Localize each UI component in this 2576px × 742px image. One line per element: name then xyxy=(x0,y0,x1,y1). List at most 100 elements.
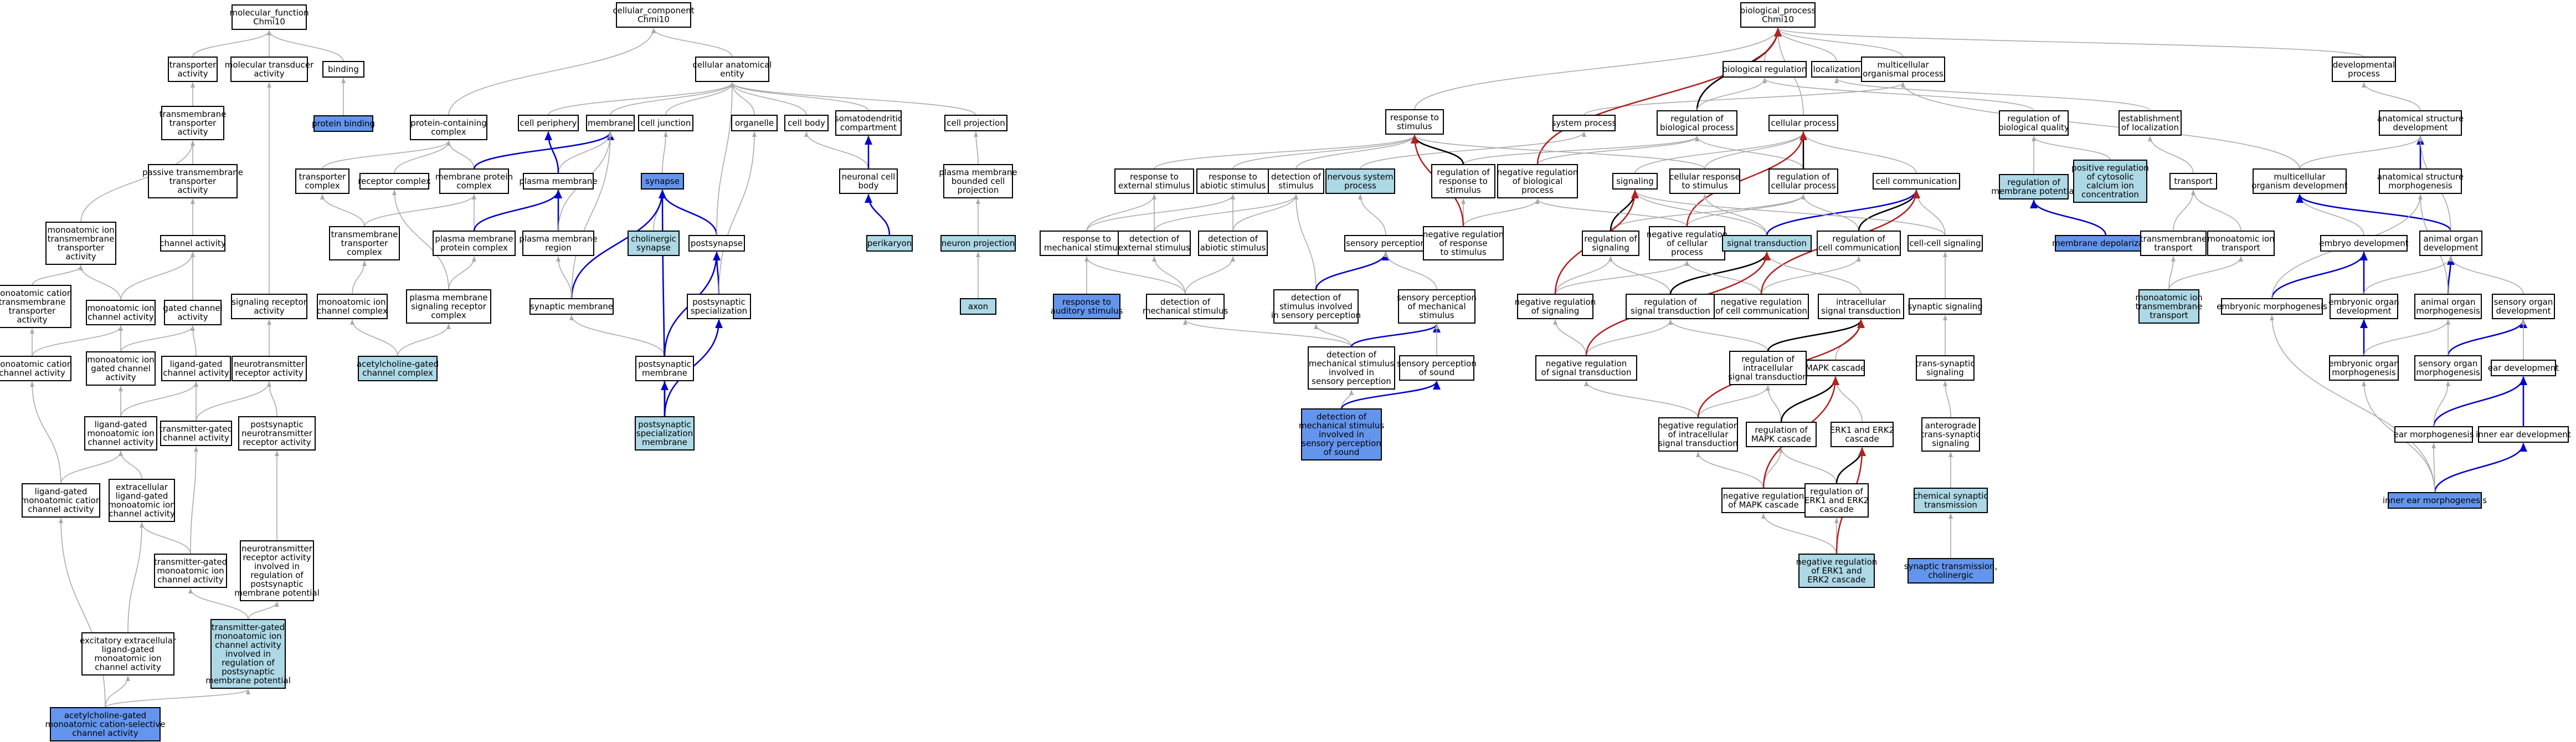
node-ear-development[interactable]: ear development xyxy=(2488,360,2559,376)
node-inner-ear-morph[interactable]: inner ear morphogenesis xyxy=(2383,492,2487,509)
node-perikaryon[interactable]: perikaryon xyxy=(866,235,913,252)
node-sensory-perception[interactable]: sensory perception xyxy=(1344,235,1427,252)
node-cell-communication[interactable]: cell communication xyxy=(1873,173,1960,190)
node-binding[interactable]: binding xyxy=(322,61,364,78)
node-localization[interactable]: localization xyxy=(1811,61,1862,78)
node-ear-morphogenesis[interactable]: ear morphogenesis xyxy=(2394,426,2474,443)
node-inner-ear-dev[interactable]: inner ear development xyxy=(2476,426,2571,443)
node-channel-activity[interactable]: channel activity xyxy=(160,235,226,252)
node-synapse[interactable]: synapse xyxy=(641,173,684,190)
node-neuron-projection[interactable]: neuron projection xyxy=(940,235,1016,252)
node-organelle[interactable]: organelle xyxy=(731,115,778,131)
node-protein-binding[interactable]: protein binding xyxy=(312,115,375,132)
node-receptor-complex[interactable]: receptor complex xyxy=(358,173,431,190)
node-cellular-process[interactable]: cellular process xyxy=(1768,115,1838,131)
node-cell-junction[interactable]: cell junction xyxy=(638,115,693,131)
node-membrane-depolarization[interactable]: membrane depolarization xyxy=(2052,235,2159,252)
node-cell-periphery[interactable]: cell periphery xyxy=(518,115,579,131)
node-bio-regulation[interactable]: biological regulation xyxy=(1723,61,1807,78)
node-embryo-dev[interactable]: embryo development xyxy=(2319,235,2409,252)
node-synaptic-signaling[interactable]: synaptic signaling xyxy=(1907,298,1983,315)
node-system-process[interactable]: system process xyxy=(1552,115,1617,131)
node-synaptic-cholinergic[interactable]: synaptic transmission,cholinergic xyxy=(1904,558,1998,584)
node-postsynapse[interactable]: postsynapse xyxy=(688,235,745,252)
node-transport[interactable]: transport xyxy=(2169,173,2217,190)
node-axon[interactable]: axon xyxy=(960,298,996,315)
node-membrane[interactable]: membrane xyxy=(586,115,635,131)
node-mapk-cascade[interactable]: MAPK cascade xyxy=(1806,360,1865,376)
node-embryonic-morphogenesis[interactable]: embryonic morphogenesis xyxy=(2217,298,2327,315)
